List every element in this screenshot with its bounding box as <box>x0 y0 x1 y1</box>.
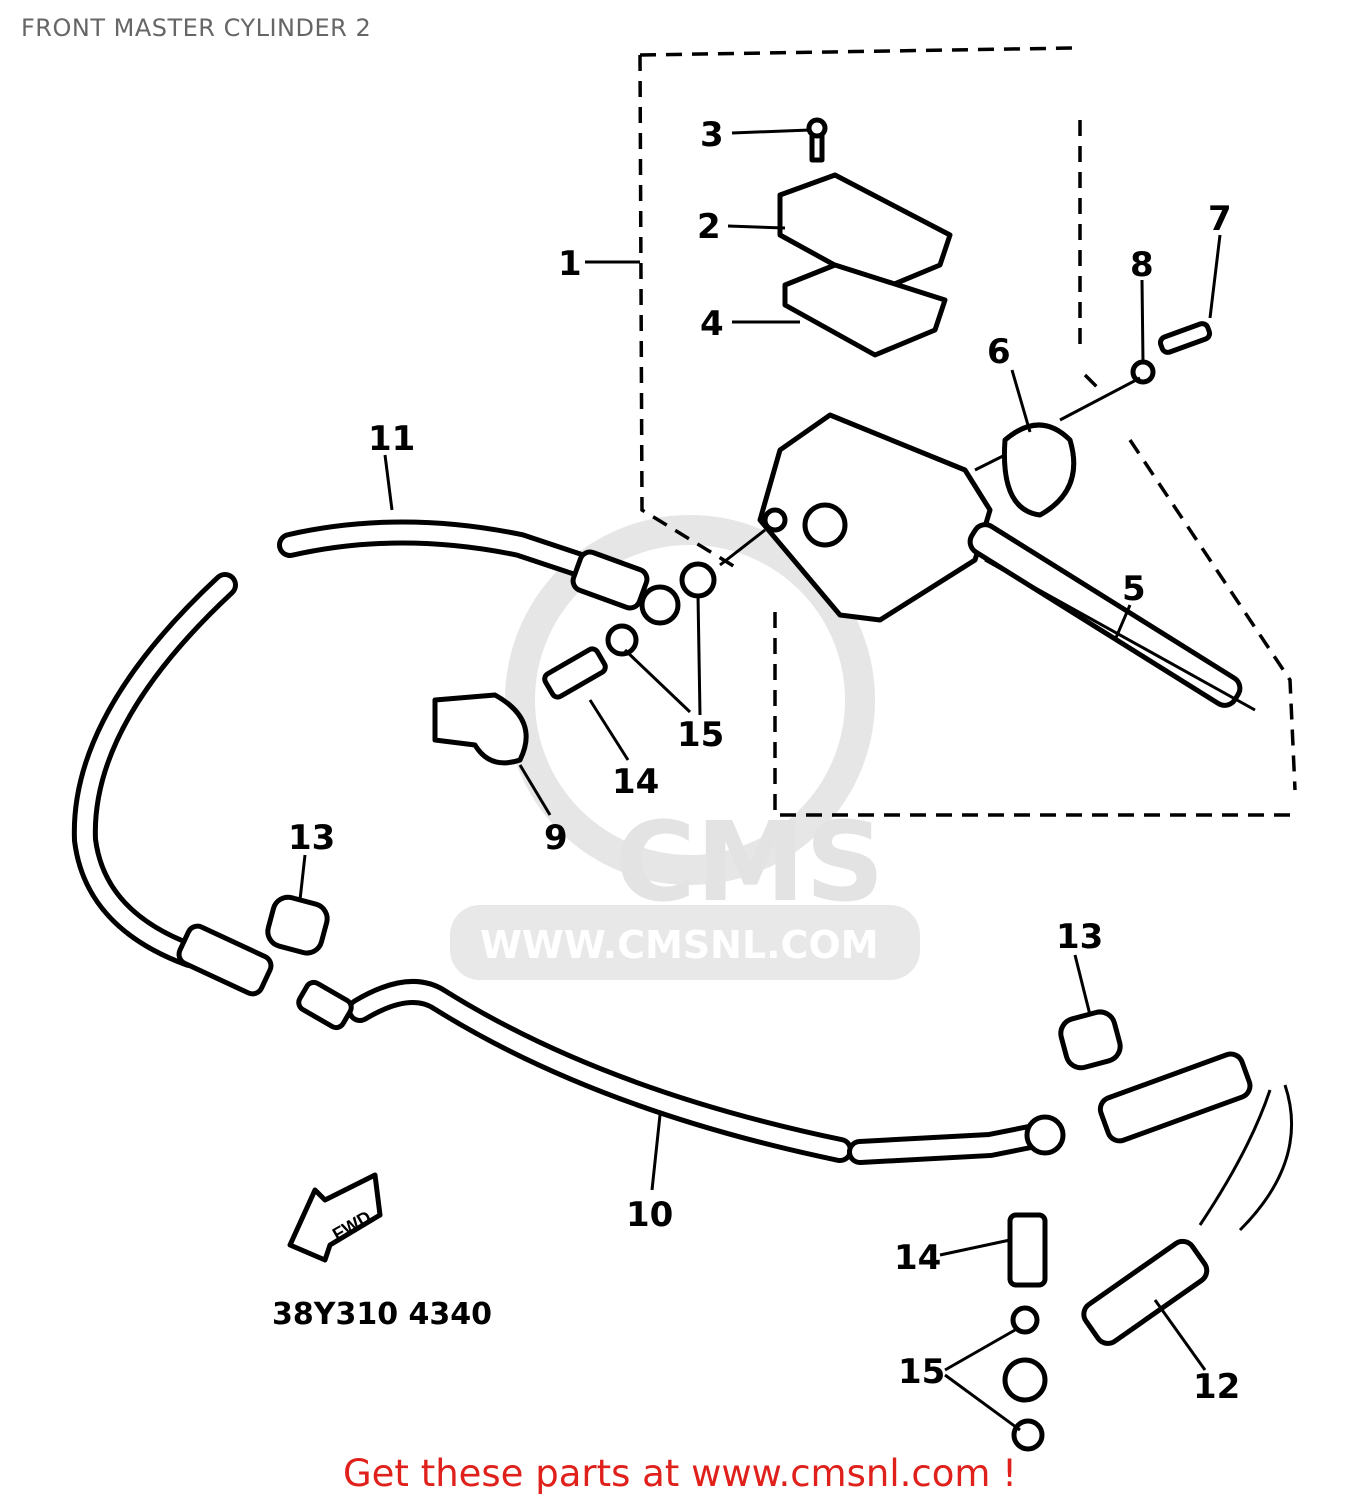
callout-11: 11 <box>368 419 415 459</box>
callout-3: 3 <box>700 115 724 155</box>
brake-hose-10 <box>71 519 1294 1232</box>
callout-13b: 13 <box>1056 917 1103 957</box>
callout-13a: 13 <box>288 818 335 858</box>
callout-4: 4 <box>700 304 724 344</box>
callout-6: 6 <box>987 332 1011 372</box>
piston-kit <box>967 522 1256 712</box>
callout-5: 5 <box>1122 569 1146 609</box>
callout-7: 7 <box>1208 199 1232 239</box>
part-code: 38Y310 4340 <box>272 1297 492 1332</box>
forward-arrow: FWD <box>287 1172 383 1263</box>
callout-labels: 1 2 3 4 5 6 7 8 9 10 11 12 13 13 14 14 1… <box>288 115 1240 1407</box>
assembly-boundary <box>638 46 1297 817</box>
callout-1: 1 <box>558 244 582 284</box>
callout-14a: 14 <box>612 762 659 802</box>
callout-10: 10 <box>626 1195 673 1235</box>
callout-14b: 14 <box>894 1238 941 1278</box>
callout-8: 8 <box>1130 245 1154 285</box>
callout-12: 12 <box>1193 1367 1240 1407</box>
banjo-parts <box>265 561 1123 1452</box>
hose-fittings <box>176 549 1253 1403</box>
watermark-logo: CMS <box>615 798 884 926</box>
page-title: FRONT MASTER CYLINDER 2 <box>21 14 372 42</box>
reservoir-cap <box>777 117 953 358</box>
get-parts-link[interactable]: Get these parts at www.cmsnl.com ! <box>342 1452 1017 1495</box>
leader-lines <box>298 128 1222 1432</box>
callout-15b: 15 <box>898 1352 945 1392</box>
callout-2: 2 <box>697 207 721 247</box>
callout-9: 9 <box>544 818 568 858</box>
watermark-url: WWW.CMSNL.COM <box>480 923 879 967</box>
callout-15a: 15 <box>677 715 724 755</box>
watermark: CMS WWW.CMSNL.COM <box>450 515 920 980</box>
master-cylinder-body <box>757 321 1213 623</box>
